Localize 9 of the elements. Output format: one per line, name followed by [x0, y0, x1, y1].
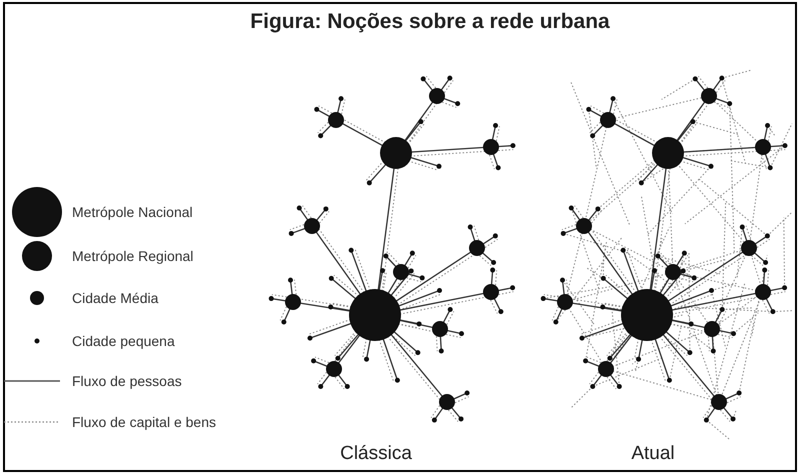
legend-text: Metrópole Nacional: [72, 203, 194, 222]
legend-text: Cidade pequena: [72, 332, 176, 351]
network-caption: Atual: [630, 442, 676, 466]
legend-text: Fluxo de capital e bens: [72, 413, 217, 432]
figure-title: Figura: Noções sobre a rede urbana: [249, 9, 611, 35]
legend-text: Fluxo de pessoas: [72, 372, 183, 391]
network-caption: Clássica: [339, 442, 413, 466]
legend-text: Metrópole Regional: [72, 247, 194, 266]
legend-text: Cidade Média: [72, 289, 160, 308]
